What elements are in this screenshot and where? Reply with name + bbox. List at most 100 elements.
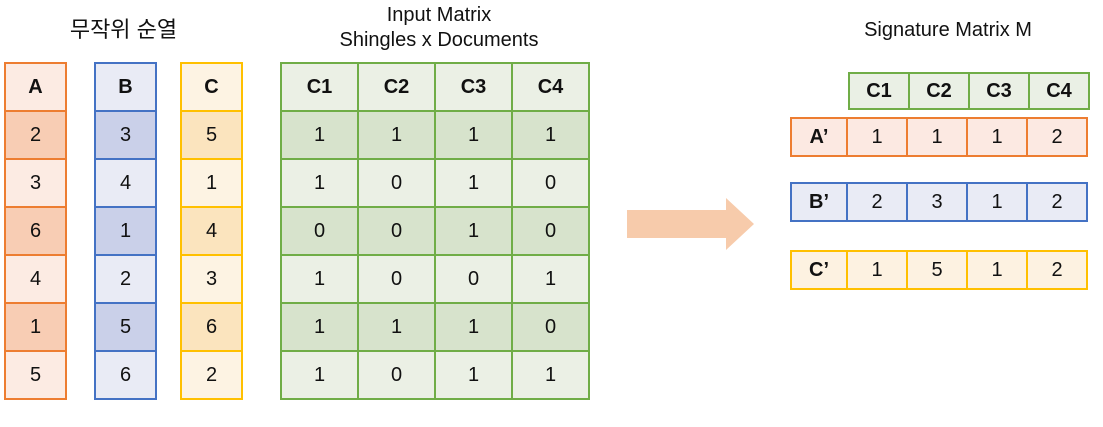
cell: 1: [906, 117, 968, 157]
column-header: C2: [908, 72, 970, 110]
cell: 1: [966, 117, 1028, 157]
cell: 1: [511, 110, 590, 160]
table-row: 1: [4, 302, 67, 352]
cell: 0: [511, 302, 590, 352]
cell: 2: [4, 110, 67, 160]
cell: 1: [280, 110, 359, 160]
cell: 1: [434, 302, 513, 352]
table-row: A: [4, 62, 67, 112]
cell: 1: [511, 254, 590, 304]
table-row: 5: [180, 110, 243, 160]
cell: 1: [4, 302, 67, 352]
table-row: 6: [180, 302, 243, 352]
cell: 1: [434, 158, 513, 208]
cell: 3: [94, 110, 157, 160]
signature-matrix-header: C1 C2 C3 C4: [848, 72, 1090, 110]
table-row: 3: [94, 110, 157, 160]
cell: 5: [180, 110, 243, 160]
table-row: 4: [94, 158, 157, 208]
cell: 6: [94, 350, 157, 400]
signature-matrix-title: Signature Matrix M: [864, 19, 1032, 41]
cell: 0: [511, 206, 590, 256]
table-row: C: [180, 62, 243, 112]
signature-row-b: B’ 2 3 1 2: [790, 182, 1088, 222]
permutation-column-b: B 3 4 1 2 5 6: [94, 62, 157, 400]
cell: 1: [511, 350, 590, 400]
cell: 0: [280, 206, 359, 256]
cell: 0: [511, 158, 590, 208]
column-header: C1: [848, 72, 910, 110]
permutation-column-a: A 2 3 6 4 1 5: [4, 62, 67, 400]
table-row: B’ 2 3 1 2: [790, 182, 1088, 222]
table-row: A’ 1 1 1 2: [790, 117, 1088, 157]
table-row: 1 0 0 1: [280, 254, 590, 304]
permutation-title: 무작위 순열: [69, 17, 178, 42]
cell: 1: [280, 302, 359, 352]
table-row: 1 0 1 1: [280, 350, 590, 400]
cell: 2: [1026, 182, 1088, 222]
row-label: B’: [790, 182, 848, 222]
table-row: 1 0 1 0: [280, 158, 590, 208]
column-header: C: [180, 62, 243, 112]
cell: 2: [1026, 117, 1088, 157]
cell: 1: [434, 110, 513, 160]
cell: 5: [94, 302, 157, 352]
table-row: 1: [94, 206, 157, 256]
cell: 3: [906, 182, 968, 222]
table-row: C1 C2 C3 C4: [848, 72, 1090, 110]
column-header: C4: [1028, 72, 1090, 110]
cell: 1: [280, 254, 359, 304]
signature-row-c: C’ 1 5 1 2: [790, 250, 1088, 290]
cell: 1: [280, 350, 359, 400]
column-header: C4: [511, 62, 590, 112]
column-header: A: [4, 62, 67, 112]
table-row: C’ 1 5 1 2: [790, 250, 1088, 290]
cell: 4: [4, 254, 67, 304]
cell: 0: [357, 206, 436, 256]
right-arrow-icon: [627, 198, 754, 250]
cell: 5: [906, 250, 968, 290]
column-header: C3: [434, 62, 513, 112]
cell: 1: [434, 206, 513, 256]
cell: 1: [280, 158, 359, 208]
cell: 1: [94, 206, 157, 256]
cell: 1: [357, 302, 436, 352]
cell: 6: [180, 302, 243, 352]
cell: 5: [4, 350, 67, 400]
table-row: C1 C2 C3 C4: [280, 62, 590, 112]
cell: 1: [434, 350, 513, 400]
signature-row-a: A’ 1 1 1 2: [790, 117, 1088, 157]
cell: 1: [357, 110, 436, 160]
table-row: B: [94, 62, 157, 112]
cell: 2: [846, 182, 908, 222]
cell: 0: [357, 350, 436, 400]
table-row: 2: [94, 254, 157, 304]
table-row: 1 1 1 1: [280, 110, 590, 160]
table-row: 5: [4, 350, 67, 400]
column-header: C1: [280, 62, 359, 112]
table-row: 5: [94, 302, 157, 352]
cell: 4: [94, 158, 157, 208]
table-row: 3: [180, 254, 243, 304]
table-row: 2: [4, 110, 67, 160]
table-row: 4: [4, 254, 67, 304]
row-label: C’: [790, 250, 848, 290]
cell: 1: [966, 250, 1028, 290]
cell: 3: [180, 254, 243, 304]
table-row: 6: [94, 350, 157, 400]
cell: 1: [846, 117, 908, 157]
cell: 3: [4, 158, 67, 208]
cell: 4: [180, 206, 243, 256]
table-row: 2: [180, 350, 243, 400]
column-header: C3: [968, 72, 1030, 110]
cell: 6: [4, 206, 67, 256]
table-row: 3: [4, 158, 67, 208]
column-header: C2: [357, 62, 436, 112]
table-row: 1 1 1 0: [280, 302, 590, 352]
input-matrix-title-line1: Input Matrix: [386, 4, 492, 26]
cell: 1: [846, 250, 908, 290]
input-matrix-title-line2: Shingles x Documents: [339, 29, 539, 51]
table-row: 4: [180, 206, 243, 256]
permutation-column-c: C 5 1 4 3 6 2: [180, 62, 243, 400]
